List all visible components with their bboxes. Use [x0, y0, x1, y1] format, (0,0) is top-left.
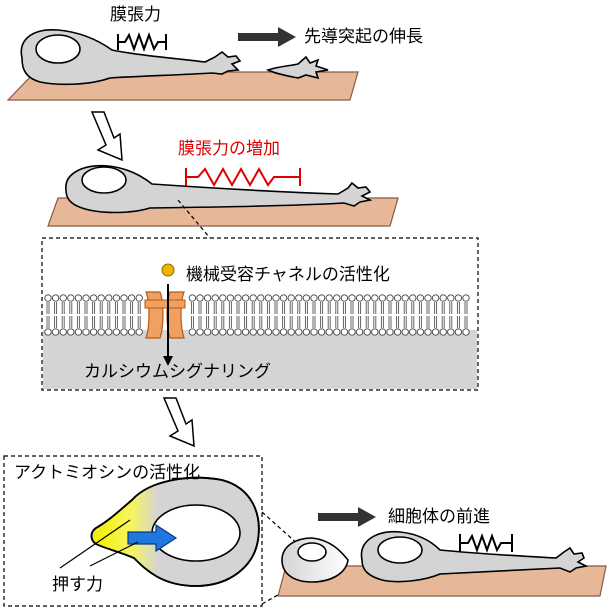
tension-spring-2	[185, 166, 301, 188]
panel-1: 膜張力 先導突起の伸長	[6, 5, 423, 101]
mechanoreceptor-label: 機械受容チャネルの活性化	[186, 265, 390, 285]
actomyosin-pointer	[59, 519, 131, 569]
membrane-tension-label: 膜張力	[110, 5, 161, 25]
flow-arrow-2	[162, 397, 195, 448]
tension-spring-1	[117, 32, 167, 52]
neurite-extension-label: 先導突起の伸長	[304, 27, 423, 47]
zoom-line-2	[261, 511, 301, 547]
calcium-ion	[161, 263, 175, 277]
growth-cone-fragment	[265, 55, 329, 80]
lipid-bilayer	[44, 294, 470, 336]
extension-arrow	[238, 27, 296, 47]
ion-flow-arrowhead	[163, 356, 173, 366]
flow-arrow-1	[90, 111, 123, 162]
actomyosin-box: アクトミオシンの活性化 押す力	[3, 455, 263, 607]
zoom-line-1	[177, 199, 211, 239]
membrane-box-border	[41, 237, 479, 391]
tension-increase-label: 膜張力の増加	[178, 139, 280, 159]
moving-soma-nucleus	[297, 542, 327, 562]
cytoplasm-region	[43, 330, 477, 389]
nucleus-2	[81, 166, 127, 194]
calcium-signaling-label: カルシウムシグナリング	[84, 362, 271, 382]
translocation-arrow	[318, 507, 376, 527]
membrane-box: 機械受容チャネルの活性化 カルシウムシグナリング	[41, 237, 479, 391]
zoom-cell-outline	[90, 476, 260, 587]
cell-2	[65, 165, 373, 214]
channel-band	[144, 299, 186, 309]
zoom-line-3	[261, 587, 291, 605]
nucleus-1	[35, 34, 81, 64]
panel-3: 細胞体の前進	[277, 507, 607, 597]
soma-translocation-label: 細胞体の前進	[388, 507, 490, 527]
nucleus-3	[377, 536, 423, 564]
push-pointer	[89, 541, 139, 567]
actomyosin-region	[93, 484, 158, 576]
tension-spring-3	[459, 533, 513, 553]
pushing-force-label: 押す力	[52, 575, 103, 595]
panel-2: 膜張力の増加	[47, 139, 399, 227]
actomyosin-label: アクトミオシンの活性化	[14, 463, 200, 483]
actomyosin-box-border	[3, 455, 263, 607]
